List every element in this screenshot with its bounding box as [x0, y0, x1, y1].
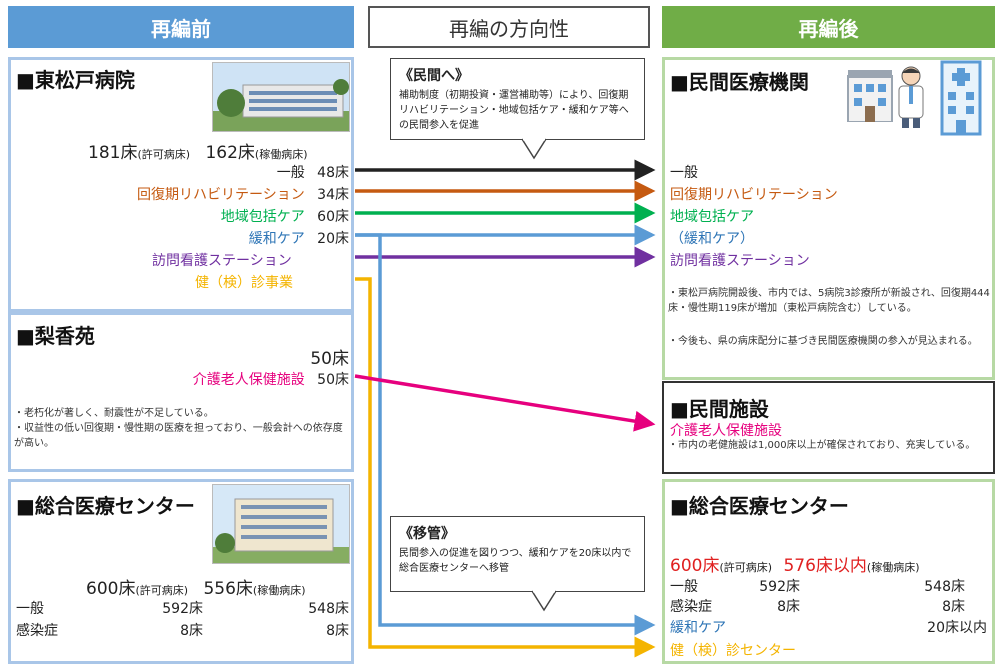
higashi-row-value: 48床 [317, 165, 349, 181]
callout-privatize: 《民間へ》 補助制度（初期投資・運営補助等）により、回復期リハビリテーション・地… [390, 58, 645, 140]
higashi-row-value: 34床 [317, 187, 349, 203]
center-after-palliative-label: 緩和ケア [670, 620, 726, 636]
callout-privatize-title: 《民間へ》 [399, 68, 469, 84]
callout-transfer-tail [531, 590, 557, 612]
rikoen-note-1: ・老朽化が著しく、耐震性が不足している。 [14, 408, 214, 419]
higashi-bed-summary: 181床(許可病床) 162床(稼働病床) [88, 138, 308, 163]
center-after-beds-operating: 576床以内 [783, 556, 867, 576]
higashi-hospital-photo [212, 62, 350, 132]
after-private-note-2: ・今後も、県の病床配分に基づき民間医療機関の参入が見込まれる。 [668, 336, 978, 347]
callout-transfer-body: 民間参入の促進を図りつつ、緩和ケアを20床以内で総合医療センターへ移管 [399, 548, 632, 574]
header-direction: 再編の方向性 [368, 6, 650, 48]
private-medical-title: ■民間医療機関 [670, 70, 809, 94]
center-before-title: ■総合医療センター [16, 494, 195, 518]
higashi-beds-permitted: 181床 [88, 143, 138, 163]
higashi-row-general: 一般 48床 [277, 162, 349, 182]
callout-transfer-title: 《移管》 [399, 526, 455, 542]
center-after-beds-operating-label: (稼働病床) [866, 561, 920, 574]
higashi-beds-permitted-label: (許可病床) [137, 148, 191, 161]
higashi-row-value: 20床 [317, 231, 349, 247]
rikoen-row-value: 50床 [317, 372, 349, 388]
center-before-row-general-v2: 548床 [308, 601, 349, 617]
center-before-bed-summary: 600床(許可病床) 556床(稼働病床) [86, 574, 306, 599]
higashi-row-community: 地域包括ケア 60床 [221, 206, 349, 226]
center-before-row-infection-v2: 8床 [326, 623, 349, 639]
callout-privatize-tail [521, 138, 547, 160]
center-before-beds-permitted-label: (許可病床) [135, 584, 189, 597]
higashi-beds-operating-label: (稼働病床) [254, 148, 308, 161]
center-before-beds-operating-label: (稼働病床) [252, 584, 306, 597]
center-after-beds-permitted: 600床 [670, 556, 720, 576]
private-facility-title: ■民間施設 [670, 397, 769, 421]
callout-privatize-body: 補助制度（初期投資・運営補助等）により、回復期リハビリテーション・地域包括ケア・… [399, 90, 629, 131]
rikoen-box [8, 312, 354, 472]
header-before: 再編前 [8, 6, 354, 48]
higashi-row-checkup: 健（検）診事業 [195, 275, 293, 291]
center-after-checkup-label: 健（検）診センター [670, 643, 796, 659]
after-private-row-community: 地域包括ケア [670, 209, 754, 225]
center-after-beds-permitted-label: (許可病床) [719, 561, 773, 574]
callout-transfer: 《移管》 民間参入の促進を図りつつ、緩和ケアを20床以内で総合医療センターへ移管 [390, 516, 645, 592]
arrow-care-facility [354, 374, 656, 432]
center-after-row-infection-v1: 8床 [777, 599, 800, 615]
private-facility-box [662, 381, 995, 474]
rikoen-note-2: ・収益性の低い回復期・慢性期の医療を担っており、一般会計への依存度が高い。 [14, 423, 343, 449]
center-before-row-general-label: 一般 [16, 601, 44, 617]
header-after: 再編後 [662, 6, 995, 48]
higashi-row-palliative: 緩和ケア 20床 [249, 228, 349, 248]
hospital-building-icon [846, 66, 894, 123]
center-before-row-general-v1: 592床 [162, 601, 203, 617]
center-after-palliative-value: 20床以内 [927, 620, 987, 636]
center-before-row-infection-label: 感染症 [16, 623, 58, 639]
higashi-hospital-title: ■東松戸病院 [16, 68, 135, 92]
center-after-bed-summary: 600床(許可病床) 576床以内(稼働病床) [670, 551, 920, 576]
arrow-checkup [355, 277, 656, 658]
center-before-photo [212, 484, 350, 564]
higashi-row-homecare: 訪問看護ステーション [152, 253, 292, 269]
center-after-box [662, 479, 995, 664]
private-facility-sub: 介護老人保健施設 [670, 423, 782, 439]
private-facility-note: ・市内の老健施設は1,000床以上が確保されており、充実している。 [668, 440, 976, 451]
arrow-palliative-transfer [355, 233, 656, 636]
higashi-row-label: 地域包括ケア [220, 209, 305, 225]
after-private-row-rehab: 回復期リハビリテーション [670, 187, 838, 203]
center-after-row-infection-label: 感染症 [670, 599, 712, 615]
after-private-row-palliative: （緩和ケア） [670, 231, 754, 247]
higashi-row-value: 60床 [317, 209, 349, 225]
center-after-row-general-label: 一般 [670, 579, 698, 595]
higashi-row-label: 回復期リハビリテーション [136, 187, 305, 203]
higashi-beds-operating: 162床 [205, 143, 255, 163]
center-before-row-infection-v1: 8床 [180, 623, 203, 639]
higashi-row-label: 一般 [276, 165, 305, 181]
higashi-row-label: 緩和ケア [248, 231, 305, 247]
private-medical-box [662, 57, 995, 380]
center-after-title: ■総合医療センター [670, 494, 849, 518]
doctor-icon [894, 64, 928, 128]
rikoen-row: 介護老人保健施設 50床 [193, 369, 349, 389]
rikoen-title: ■梨香苑 [16, 324, 95, 348]
clinic-icon [938, 60, 984, 136]
after-private-note-1: ・東松戸病院開設後、市内では、5病院3診療所が新設され、回復期444床・慢性期1… [668, 288, 990, 314]
center-after-row-infection-v2: 8床 [942, 599, 965, 615]
higashi-row-rehab: 回復期リハビリテーション 34床 [137, 184, 349, 204]
after-private-row-homecare: 訪問看護ステーション [670, 253, 810, 269]
center-after-row-general-v1: 592床 [759, 579, 800, 595]
rikoen-beds: 50床 [310, 349, 349, 369]
after-private-row-general: 一般 [670, 165, 698, 181]
rikoen-row-label: 介護老人保健施設 [192, 372, 305, 388]
center-before-beds-operating: 556床 [203, 579, 253, 599]
center-before-beds-permitted: 600床 [86, 579, 136, 599]
center-after-row-general-v2: 548床 [924, 579, 965, 595]
